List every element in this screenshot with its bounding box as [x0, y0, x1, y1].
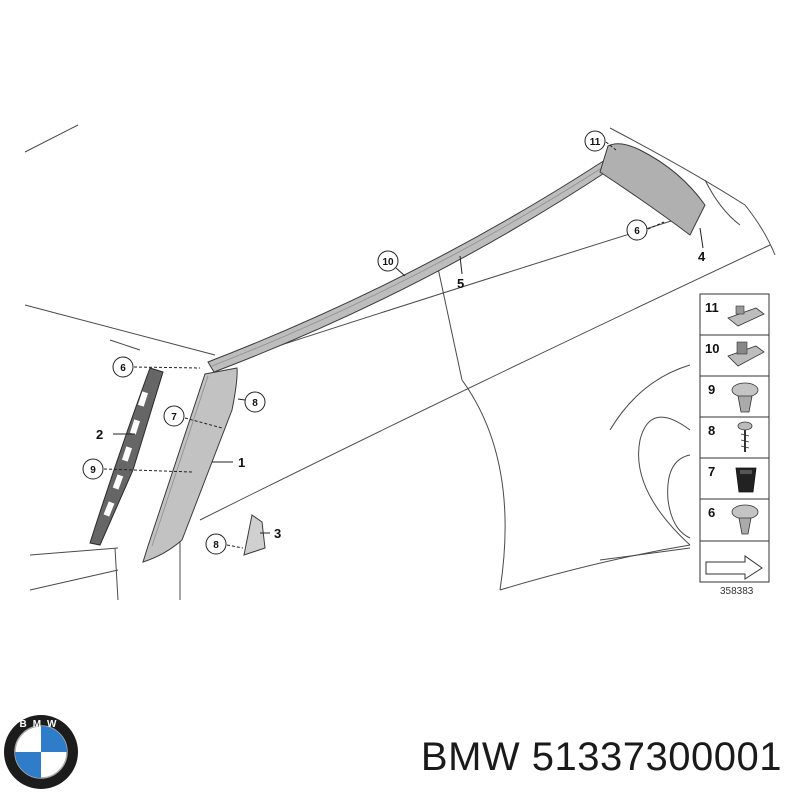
- bracket-slot: [129, 419, 141, 435]
- leader-4: [699, 227, 704, 249]
- a-pillar-edge: [114, 547, 119, 601]
- roof-line: [24, 304, 216, 356]
- part-1-label: 1: [238, 455, 245, 470]
- leader-10: [395, 267, 406, 277]
- callout-11-top: [584, 130, 606, 152]
- b-pillar-trim: [142, 367, 238, 563]
- bracket-slot: [137, 391, 149, 407]
- bracket-slot: [103, 501, 115, 517]
- leader-5: [459, 255, 463, 275]
- roof-clip-icon: [727, 341, 765, 367]
- small-trim-piece: [243, 514, 266, 556]
- legend-label-7: 7: [708, 464, 715, 479]
- part-3-label: 3: [274, 526, 281, 541]
- callout-11-top-label: 11: [590, 137, 601, 148]
- part-2-label: 2: [96, 427, 103, 442]
- legend-label-6: 6: [708, 505, 715, 520]
- callout-10-top: [377, 250, 399, 272]
- callout-labels: 11 6 10 6 7 8 9 8: [90, 137, 640, 551]
- small-trim-shape: [243, 514, 266, 556]
- part-labels: 4 5 2 1 3: [96, 227, 706, 541]
- bracket-slot: [121, 446, 133, 462]
- leader-6-top: [647, 221, 665, 230]
- bmw-logo: BMW: [4, 715, 78, 789]
- legend-label-8: 8: [708, 423, 715, 438]
- logo-letters: BMW: [20, 719, 63, 730]
- c-pillar-split: [437, 267, 463, 381]
- direction-arrow-icon: [705, 555, 763, 580]
- body-sill-line: [29, 547, 119, 556]
- rear-door-curve: [461, 379, 506, 591]
- b-pillar-edge: [151, 375, 209, 547]
- legend-frame: [699, 293, 770, 583]
- car-body-outline: [24, 124, 776, 601]
- rear-pillar-trim: [599, 143, 706, 236]
- wheel-arch-outer: [638, 416, 691, 546]
- screw-icon: [737, 421, 753, 452]
- quarter-panel-line: [599, 547, 691, 561]
- door-lower-line: [199, 244, 771, 521]
- leader-6-left: [133, 366, 201, 369]
- door-top-line: [109, 339, 141, 351]
- callout-7-label: 7: [171, 412, 177, 423]
- callout-9: [82, 458, 104, 480]
- roof-trim-highlight: [211, 163, 609, 367]
- rear-top-line: [609, 127, 776, 256]
- callouts: [82, 130, 665, 555]
- callout-7: [163, 405, 185, 427]
- callout-8-bottom-label: 8: [213, 540, 219, 551]
- rear-glass-line: [704, 179, 741, 226]
- legend-label-10: 10: [705, 341, 719, 356]
- leader-8-bottom: [226, 544, 244, 549]
- roof-line-top: [24, 124, 79, 153]
- leader-8-right: [237, 398, 246, 401]
- callout-6-top: [626, 219, 648, 241]
- part-5-label: 5: [457, 276, 464, 291]
- pillar-bracket: [89, 367, 164, 546]
- callout-6-left-label: 6: [120, 363, 126, 374]
- diagram-number: 358383: [720, 586, 754, 597]
- wheel-arch-inner: [667, 454, 691, 539]
- leader-11: [605, 141, 617, 151]
- callout-9-label: 9: [90, 465, 96, 476]
- callout-6-top-label: 6: [634, 226, 640, 237]
- leader-7: [184, 417, 223, 429]
- rear-pillar-shape: [599, 143, 706, 236]
- roof-trim-strip: [207, 159, 613, 373]
- callout-6-left: [112, 356, 134, 378]
- clip-rail-icon: [727, 305, 765, 327]
- push-clip-icon: [731, 382, 759, 413]
- callout-8-bottom: [205, 533, 227, 555]
- callout-8-right-label: 8: [252, 398, 258, 409]
- legend-label-9: 9: [708, 382, 715, 397]
- part-4-label: 4: [698, 249, 706, 264]
- part-number-title: BMW 51337300001: [420, 735, 782, 779]
- rivet-clip-icon: [731, 504, 759, 535]
- rear-quarter-line: [499, 544, 691, 591]
- body-sill-line-2: [29, 569, 119, 591]
- bracket-slot: [112, 474, 124, 490]
- b-pillar-shape: [142, 367, 238, 563]
- legend-label-11: 11: [705, 300, 719, 315]
- roof-trim-shape: [207, 159, 613, 373]
- grommet-icon: [735, 467, 757, 493]
- callout-8-right: [244, 391, 266, 413]
- callout-10-top-label: 10: [382, 257, 394, 268]
- fastener-legend: 11 10 9 8 7 6: [699, 293, 770, 583]
- rear-body-curve: [609, 364, 691, 431]
